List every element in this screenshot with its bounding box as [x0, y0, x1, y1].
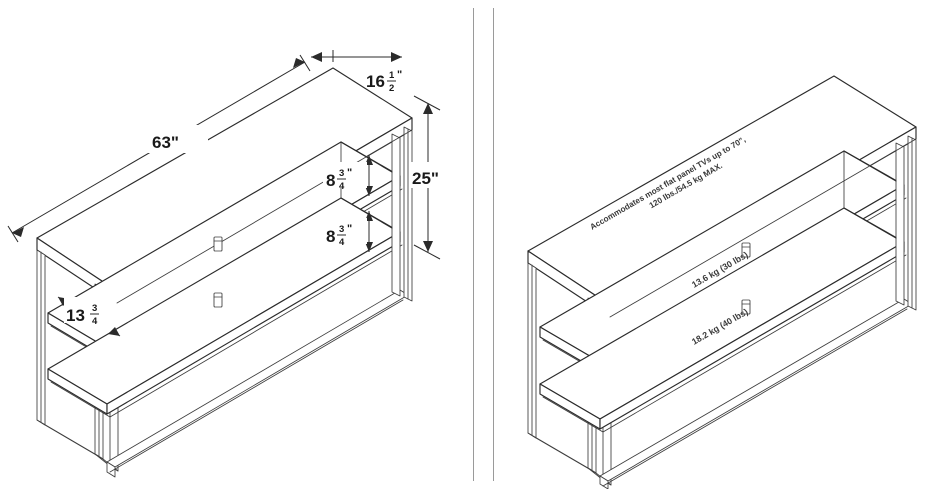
dimension-upper-clearance-whole: 8	[326, 171, 335, 190]
dimension-lower-clearance-denominator: 4	[339, 237, 345, 248]
dimension-upper-clearance-numerator: 3	[339, 168, 344, 179]
dimension-depth-label: 16 1 2 "	[366, 69, 402, 94]
dimension-shelf-depth: 13 3 4	[57, 296, 121, 337]
dimension-height-value: 25"	[412, 169, 439, 188]
panel-divider-line-1	[473, 8, 474, 481]
shelf-peg-lower	[213, 292, 223, 308]
panel-divider-line-2	[493, 8, 494, 481]
dimension-shelf-depth-denominator: 4	[92, 316, 98, 327]
dimension-view: 63" 16 1 2 " 25"	[7, 50, 460, 478]
dimension-shelf-depth-whole: 13	[66, 306, 85, 325]
capacity-view: Accommodates most flat panel TVs up to 7…	[527, 75, 917, 489]
dimension-upper-clearance-unit: "	[347, 167, 352, 179]
dimension-depth-numerator: 1	[389, 70, 395, 81]
dimension-depth-denominator: 2	[389, 83, 394, 94]
shelf-peg-upper	[213, 236, 223, 252]
dimension-depth: 16 1 2 "	[311, 50, 402, 94]
dimension-lower-clearance-unit: "	[347, 223, 352, 235]
dimension-length: 63"	[7, 54, 311, 243]
dimension-lower-clearance: 8 3 4 "	[323, 211, 373, 252]
capacity-shelf-peg-upper	[741, 242, 751, 258]
capacity-right-end-frame	[843, 135, 917, 311]
dimension-length-value: 63"	[152, 133, 179, 152]
dimension-height: 25"	[410, 95, 460, 260]
dimension-upper-clearance-denominator: 4	[339, 181, 345, 192]
capacity-lower-shelf	[539, 207, 907, 433]
dimension-lower-clearance-label: 8 3 4 "	[323, 218, 367, 248]
capacity-shelf-peg-lower	[741, 299, 751, 315]
capacity-front-rail	[609, 138, 917, 318]
dimension-depth-unit: "	[397, 69, 402, 81]
dimension-lower-clearance-whole: 8	[326, 227, 335, 246]
front-rails	[116, 129, 413, 304]
dimension-lower-clearance-numerator: 3	[339, 224, 344, 235]
capacity-base-rail	[599, 298, 913, 489]
dimension-shelf-depth-numerator: 3	[92, 303, 97, 314]
dimension-shelf-depth-label: 13 3 4	[64, 297, 116, 327]
dimension-upper-clearance: 8 3 4 "	[323, 155, 373, 196]
dimension-upper-clearance-label: 8 3 4 "	[323, 162, 367, 192]
dimension-depth-whole: 16	[366, 72, 385, 91]
